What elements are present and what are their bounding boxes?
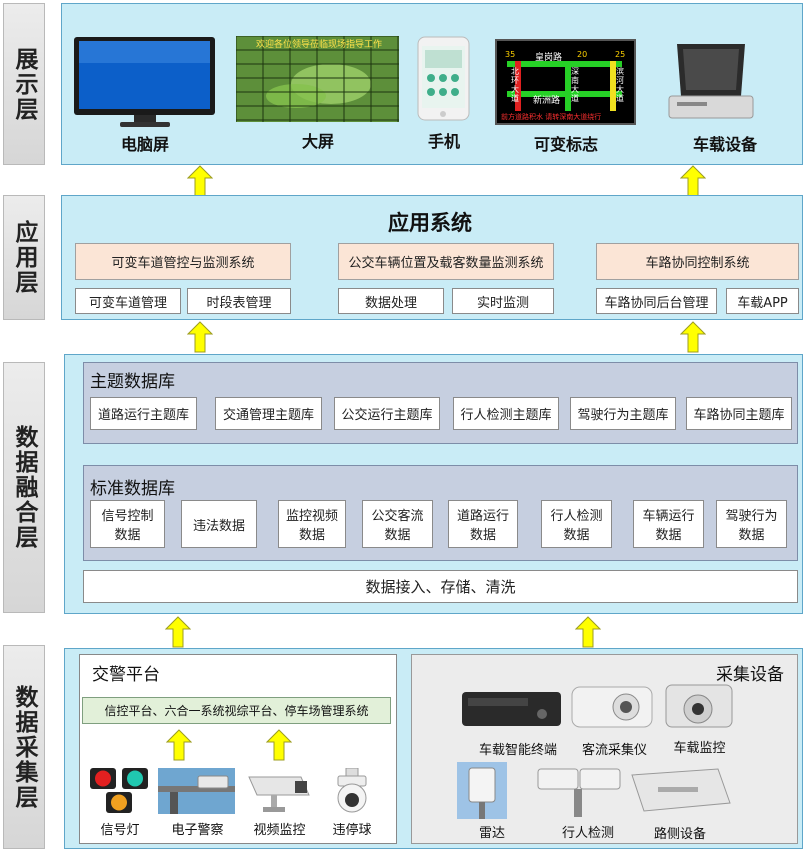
up-arrow-icon [266, 729, 292, 761]
app-item-vehicle-app: 车载APP [726, 288, 799, 314]
device-caption-monitor: 电脑屏 [120, 135, 169, 154]
up-arrow-icon [187, 321, 213, 353]
device-caption-roadside-unit: 路侧设备 [653, 827, 706, 842]
standard-db-item-line: 数据 [738, 528, 765, 543]
device-caption-passenger-counter: 客流采集仪 [581, 743, 647, 758]
sign-speed-right: 25 [615, 50, 626, 59]
standard-db-item: 违法数据 [181, 500, 257, 548]
monitor-icon [72, 36, 217, 128]
up-arrow-icon [165, 616, 191, 648]
standard-db-item-line: 数据 [469, 528, 496, 543]
application-title: 应用系统 [388, 211, 472, 235]
standard-db-item: 行人检测数据 [541, 500, 612, 548]
theme-db-item: 交通管理主题库 [215, 397, 322, 430]
police-platform-systems: 信控平台、六合一系统视综平台、停车场管理系统 [82, 697, 391, 724]
layer-label-display: 展示层 [3, 3, 45, 165]
theme-db-item: 道路运行主题库 [90, 397, 197, 430]
theme-db-item: 车路协同主题库 [686, 397, 792, 430]
device-caption-variable-sign: 可变标志 [533, 135, 598, 154]
layer-label-fusion: 数据融合层 [3, 362, 45, 613]
theme-db-item: 行人检测主题库 [453, 397, 559, 430]
sign-road-right: 滨河大道 [616, 67, 624, 103]
sign-road-bottom: 新洲路 [533, 96, 561, 106]
sign-road-top: 皇岗路 [535, 53, 563, 63]
standard-db-item: 信号控制数据 [90, 500, 165, 548]
dome-camera-icon [322, 767, 382, 814]
video-wall-banner: 欢迎各位领导莅临现场指导工作 [256, 40, 383, 50]
app-item-v2x-admin: 车路协同后台管理 [596, 288, 717, 314]
traffic-light-icon [88, 767, 152, 815]
standard-db-item-line: 信号控制 [101, 509, 154, 524]
app-system-bus: 公交车辆位置及载客数量监测系统 [338, 243, 554, 280]
app-item-lane-management: 可变车道管理 [75, 288, 181, 314]
app-item-timetable: 时段表管理 [187, 288, 291, 314]
sign-footer: 前方道路积水 请转深南大道绕行 [501, 113, 602, 121]
device-caption-radar: 雷达 [478, 826, 505, 841]
electronic-police-camera-icon [158, 768, 235, 814]
surveillance-camera-icon [243, 769, 315, 814]
standard-db-title: 标准数据库 [90, 479, 175, 499]
vehicle-monitor-camera-icon [660, 679, 738, 732]
data-ingest-bar: 数据接入、存储、清洗 [83, 570, 798, 603]
standard-db-item: 驾驶行为数据 [716, 500, 787, 548]
layer-label-collection: 数据采集层 [3, 645, 45, 849]
police-platform-panel [79, 654, 397, 844]
device-caption-smartphone: 手机 [427, 132, 460, 151]
smartphone-icon [417, 36, 470, 121]
device-caption-pedestrian-detector: 行人检测 [561, 826, 614, 841]
standard-db-item-line: 数据 [655, 528, 682, 543]
sign-speed-left: 35 [505, 50, 516, 59]
theme-db-item: 驾驶行为主题库 [570, 397, 676, 430]
app-item-data-processing: 数据处理 [338, 288, 444, 314]
device-caption-vehicle-terminal: 车载设备 [692, 135, 757, 154]
device-caption-vehicle-smart-terminal: 车载智能终端 [478, 743, 557, 758]
vehicle-terminal-icon [663, 38, 759, 124]
layer-label-application: 应用层 [3, 195, 45, 320]
standard-db-item-line: 数据 [384, 528, 411, 543]
app-system-lane: 可变车道管控与监测系统 [75, 243, 291, 280]
device-caption-video-wall: 大屏 [301, 132, 334, 151]
vehicle-smart-terminal-icon [458, 682, 565, 732]
theme-db-title: 主题数据库 [90, 372, 175, 392]
up-arrow-icon [166, 729, 192, 761]
collection-equipment-title: 采集设备 [716, 665, 784, 685]
variable-sign-icon: 35 皇岗路 20 25 北环大道 深南大道 滨河大道 新洲路 前方道路积水 请… [495, 39, 636, 125]
passenger-counter-icon [566, 679, 656, 734]
theme-db-panel [83, 362, 798, 444]
standard-db-item: 公交客流数据 [362, 500, 433, 548]
up-arrow-icon [680, 165, 706, 197]
device-caption-vehicle-monitor: 车载监控 [673, 741, 726, 756]
pedestrian-detector-icon [530, 765, 625, 817]
sign-road-left: 北环大道 [511, 67, 519, 103]
device-caption-dome-camera: 违停球 [332, 823, 372, 838]
app-item-realtime-monitor: 实时监测 [452, 288, 554, 314]
device-caption-electronic-police: 电子警察 [171, 823, 224, 838]
standard-db-item-line: 驾驶行为 [725, 509, 778, 524]
video-wall-icon: 欢迎各位领导莅临现场指导工作 [236, 36, 399, 122]
standard-db-item-line: 道路运行 [456, 509, 509, 524]
standard-db-item-line: 违法数据 [192, 518, 245, 534]
standard-db-item-line: 行人检测 [550, 509, 603, 524]
up-arrow-icon [187, 165, 213, 197]
standard-db-item-line: 数据 [563, 528, 590, 543]
standard-db-item: 车辆运行数据 [633, 500, 704, 548]
police-platform-title: 交警平台 [92, 665, 160, 685]
standard-db-item: 道路运行数据 [448, 500, 518, 548]
standard-db-item: 监控视频数据 [278, 500, 346, 548]
roadside-unit-icon [628, 765, 734, 817]
theme-db-item: 公交运行主题库 [334, 397, 440, 430]
standard-db-item-line: 公交客流 [371, 509, 424, 524]
device-caption-traffic-light: 信号灯 [100, 823, 140, 838]
sign-road-middle: 深南大道 [571, 67, 579, 103]
device-caption-video-surveillance: 视频监控 [253, 823, 306, 838]
radar-icon [457, 762, 507, 819]
standard-db-item-line: 数据 [298, 528, 325, 543]
standard-db-item-line: 监控视频 [285, 509, 338, 524]
up-arrow-icon [680, 321, 706, 353]
sign-speed-mid: 20 [577, 50, 588, 59]
standard-db-item-line: 数据 [114, 528, 141, 543]
app-system-v2x: 车路协同控制系统 [596, 243, 799, 280]
standard-db-item-line: 车辆运行 [642, 509, 695, 524]
up-arrow-icon [575, 616, 601, 648]
